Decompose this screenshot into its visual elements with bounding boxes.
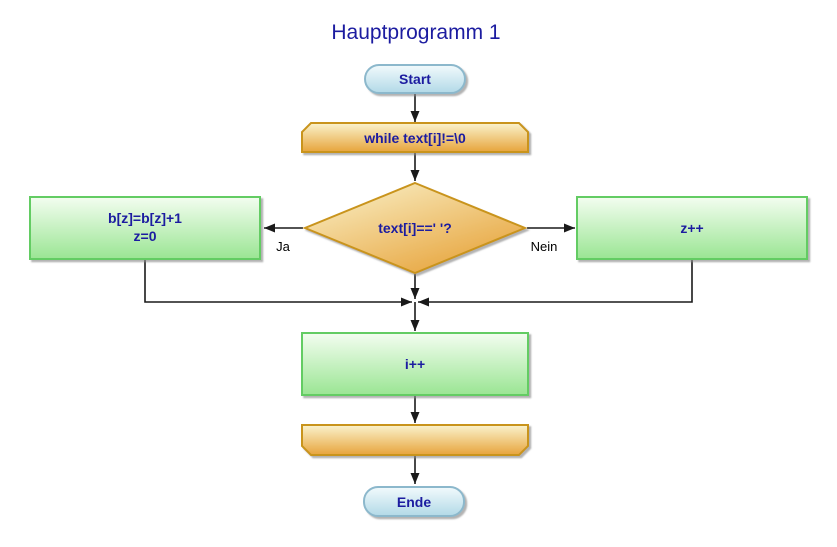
no-branch-node [576, 196, 808, 260]
edge-label-nein: Nein [531, 239, 558, 254]
end-node-label: Ende [397, 494, 431, 510]
no-branch-node-label: z++ [680, 220, 703, 236]
decision-node [302, 181, 528, 275]
decision-node-label: text[i]==' '? [378, 220, 452, 236]
end-node [363, 486, 465, 517]
increment-node [301, 332, 529, 396]
connectors [144, 94, 693, 484]
loop-end-node [301, 424, 529, 456]
page-title: Hauptprogramm 1 [331, 21, 500, 44]
increment-node-label: i++ [405, 356, 425, 372]
while-loop-node-label: while text[i]!=\0 [363, 130, 466, 146]
edge-yes-branch-to-junction [144, 260, 412, 307]
yes-branch-node [29, 196, 261, 260]
yes-branch-node-label-line2: z=0 [134, 228, 157, 244]
while-loop-node [301, 122, 529, 153]
edge-no-branch-to-junction [418, 260, 693, 307]
start-node-label: Start [399, 71, 431, 87]
yes-branch-node-label-line1: b[z]=b[z]+1 [108, 210, 182, 226]
start-node [364, 64, 466, 94]
edge-label-ja: Ja [276, 239, 291, 254]
